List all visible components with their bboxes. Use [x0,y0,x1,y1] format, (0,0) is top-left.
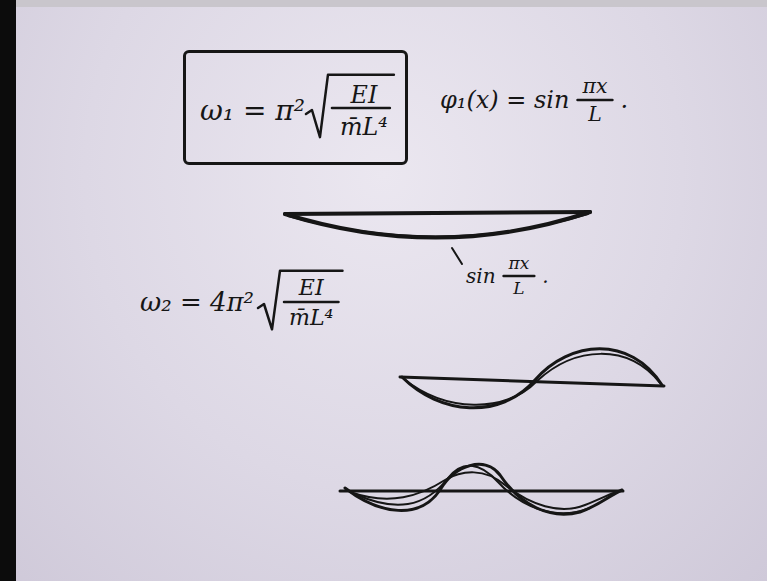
mode-shape-3-stroke [355,466,590,514]
fraction-denominator: L [513,279,524,298]
fraction-bar [578,99,613,102]
fraction-numerator: EI [299,275,324,299]
fraction-denominator: m̄L⁴ [289,305,333,329]
beam-axis [340,490,623,493]
formula-label: ω₂ = 4π² [140,288,254,317]
mode-shape-2-stroke [404,354,660,405]
mode-shape-2 [402,349,662,408]
fraction-numerator: EI [351,82,378,108]
boxed-formula: ω₁ = π² EI m̄L⁴ [183,50,408,165]
fraction-numerator: πx [509,254,530,273]
mode-shape-1-stroke [288,214,588,237]
board-frame [16,0,767,7]
beam-axis [285,212,590,214]
fraction-numerator: πx [583,75,608,97]
formula-lead: ω₁ = π² [200,96,305,127]
mode-shape-3 [345,464,622,514]
mode-shape-1 [285,212,590,238]
fraction-bar [284,301,338,304]
period-mark: . [542,265,548,287]
fraction-denominator: L [588,103,602,125]
radical-sign [258,271,342,330]
formula-label: sin [466,265,496,287]
formula-label: φ₁(x) = sin [440,87,570,113]
board-edge [0,0,16,581]
fraction-denominator: m̄L⁴ [340,114,388,140]
leader-line [452,248,462,264]
fraction-bar [504,275,535,278]
period-mark: . [620,87,628,113]
